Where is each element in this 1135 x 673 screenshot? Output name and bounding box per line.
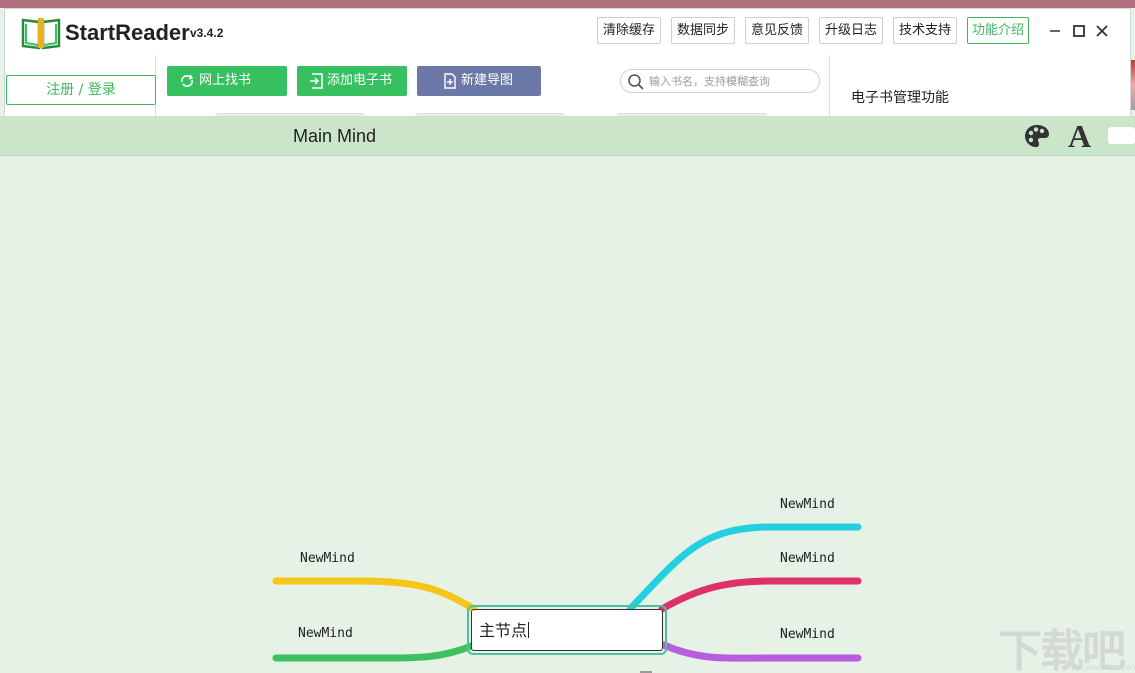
new-file-icon (444, 73, 456, 89)
title-bar: StartReader v3.4.2 清除缓存 数据同步 意见反馈 升级日志 技… (5, 9, 1132, 55)
login-register-button[interactable]: 注册 / 登录 (6, 75, 156, 105)
find-online-label: 网上找书 (199, 73, 252, 88)
text-caret (528, 622, 530, 638)
branch-line[interactable] (272, 577, 478, 613)
app-brand: StartReader (65, 20, 190, 45)
mindmap-header: Main Mind A (0, 116, 1135, 156)
import-icon (310, 73, 323, 89)
header-input[interactable] (1108, 127, 1135, 144)
close-icon[interactable] (1093, 21, 1111, 41)
branch-line[interactable] (626, 523, 862, 613)
branch-label[interactable]: NewMind (298, 626, 353, 641)
watermark: 下载吧 www.xiazaiba.com (998, 615, 1135, 673)
side-panel-title: 电子书管理功能 (851, 90, 949, 106)
feature-intro-button[interactable]: 功能介绍 (967, 17, 1029, 44)
tech-support-button[interactable]: 技术支持 (893, 17, 957, 44)
new-mindmap-button[interactable]: 新建导图 (417, 66, 541, 96)
root-node-editor[interactable] (471, 609, 663, 651)
branch-label[interactable]: NewMind (780, 627, 835, 642)
window-top-frame (0, 0, 1135, 8)
search-icon (628, 74, 644, 90)
root-node-label: 主节点 (479, 621, 528, 640)
feedback-button[interactable]: 意见反馈 (745, 17, 809, 44)
mindmap-canvas: NewMind NewMind NewMind NewMind NewMind … (0, 157, 1135, 673)
branch-line[interactable] (272, 641, 478, 662)
branch-label[interactable]: NewMind (780, 497, 835, 512)
app-window: StartReader v3.4.2 清除缓存 数据同步 意见反馈 升级日志 技… (4, 8, 1132, 119)
data-sync-button[interactable]: 数据同步 (671, 17, 735, 44)
branch-line[interactable] (658, 577, 862, 613)
upgrade-log-button[interactable]: 升级日志 (819, 17, 883, 44)
branch-label[interactable]: NewMind (300, 551, 355, 566)
mindmap-title: Main Mind (293, 126, 377, 146)
book-logo-icon (21, 18, 61, 50)
search-input[interactable] (649, 72, 814, 90)
add-ebook-button[interactable]: 添加电子书 (297, 66, 407, 96)
find-online-button[interactable]: 网上找书 (167, 66, 287, 96)
refresh-icon (181, 74, 194, 87)
clear-cache-button[interactable]: 清除缓存 (597, 17, 661, 44)
new-mindmap-label: 新建导图 (461, 73, 514, 88)
watermark-text: 下载吧 (998, 627, 1126, 673)
add-ebook-label: 添加电子书 (327, 73, 393, 88)
root-node-text[interactable]: 主节点 (479, 617, 530, 641)
branch-label[interactable]: NewMind (780, 551, 835, 566)
palette-icon[interactable] (1024, 124, 1050, 148)
side-panel-divider (829, 55, 830, 119)
search-box (620, 69, 820, 93)
mindmap-branches (272, 523, 862, 662)
minimize-icon[interactable] (1046, 21, 1064, 41)
root-node-selection (467, 605, 667, 655)
scroll-handle[interactable] (640, 671, 652, 673)
watermark-url: www.xiazaiba.com (1064, 663, 1135, 672)
app-version: v3.4.2 (190, 26, 224, 40)
maximize-icon[interactable] (1070, 21, 1088, 41)
branch-line[interactable] (660, 641, 862, 662)
background-window-edge (1131, 60, 1135, 110)
font-icon[interactable]: A (1068, 118, 1092, 154)
